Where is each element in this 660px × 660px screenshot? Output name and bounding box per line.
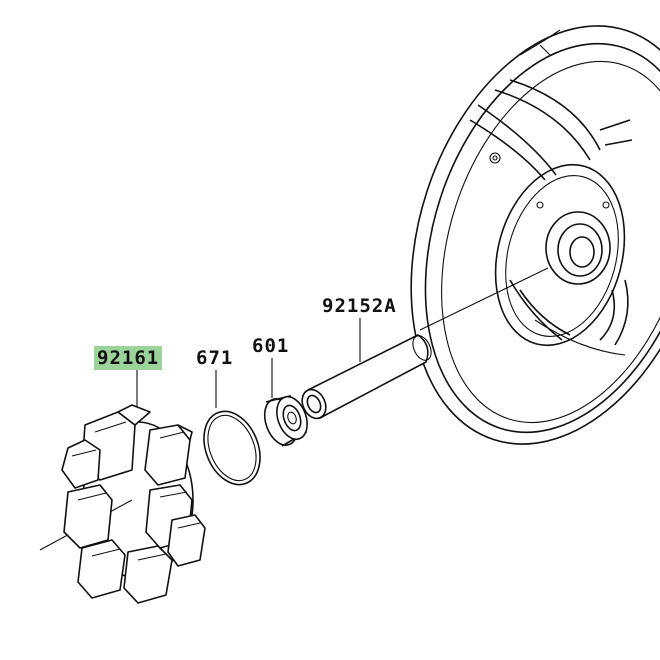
bearing-drawing (263, 395, 308, 447)
spacer-tube-drawing (301, 334, 432, 420)
damper-rubber-drawing (61, 404, 206, 604)
part-label-92152a[interactable]: 92152A (322, 295, 397, 317)
wheel-drawing (410, 25, 660, 445)
part-label-601[interactable]: 601 (252, 335, 290, 357)
part-label-92161[interactable]: 92161 (94, 346, 163, 370)
part-label-671[interactable]: 671 (196, 347, 234, 369)
o-ring-drawing (203, 410, 261, 486)
